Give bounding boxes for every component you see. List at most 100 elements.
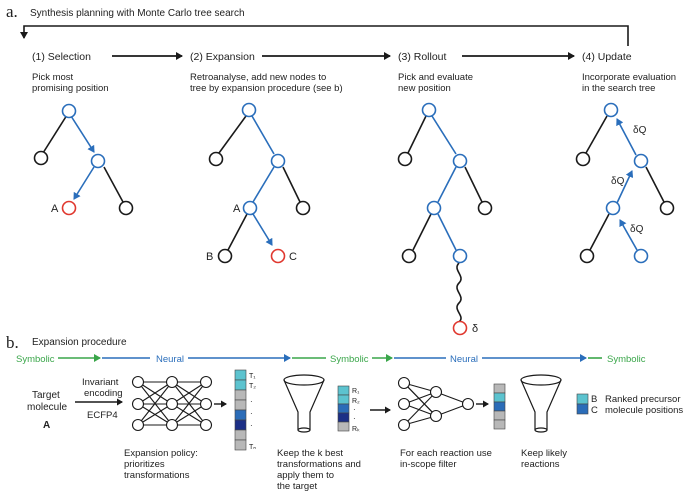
- flow-neural-1: Neural: [156, 354, 184, 365]
- t-label-dot-1: ·: [250, 397, 253, 406]
- encoding-label-1: Invariant: [82, 377, 119, 388]
- caption-expansion-policy-1: Expansion policy:: [124, 448, 198, 459]
- tree-node: [295, 200, 311, 216]
- tree-node: [426, 200, 442, 216]
- tree-node: [575, 151, 591, 167]
- encoding-label-2: encoding: [84, 388, 123, 399]
- step-heading-expansion: (2) Expansion: [190, 51, 255, 63]
- r-label-dot-1: ·: [353, 405, 356, 414]
- label-expansion-a: A: [233, 203, 241, 215]
- caption-keep-k-3: apply them to: [277, 470, 334, 481]
- target-molecule-1: Target: [32, 390, 60, 401]
- tree-node: [421, 102, 437, 118]
- caption-keep-k-4: the target: [277, 481, 317, 492]
- flow-symbolic-1: Symbolic: [16, 354, 55, 365]
- tree-node: [217, 248, 233, 264]
- step-desc-selection-2: promising position: [32, 83, 109, 94]
- label-rollout-delta: δ: [472, 323, 478, 335]
- r-label-2: R₂: [352, 398, 360, 405]
- tree-node: [659, 200, 675, 216]
- caption-keep-k-1: Keep the k best: [277, 448, 343, 459]
- tree-node: [452, 153, 468, 169]
- r-label-1: R₁: [352, 388, 360, 395]
- flow-symbolic-2: Symbolic: [330, 354, 369, 365]
- tree-node: [401, 248, 417, 264]
- ranked-label-1: Ranked precursor: [605, 394, 681, 405]
- loop-back-arrow: [20, 25, 629, 46]
- caption-each-reaction-1: For each reaction use: [400, 448, 492, 459]
- target-molecule-2: molecule: [27, 402, 67, 413]
- tree-node-rollout-end: [452, 320, 468, 336]
- tree-node-selected: [61, 200, 77, 216]
- tree-node-new: [270, 248, 286, 264]
- tree-rollout: [397, 102, 493, 336]
- t-label-n: Tₙ: [249, 444, 256, 451]
- tree-selection: [33, 103, 134, 216]
- step-heading-update: (4) Update: [582, 51, 632, 63]
- legend-label-b: B: [591, 394, 597, 405]
- label-selection-a: A: [51, 203, 59, 215]
- policy-network: [131, 375, 213, 432]
- step-desc-rollout-2: new position: [398, 83, 451, 94]
- caption-keep-likely-1: Keep likely: [521, 448, 567, 459]
- caption-each-reaction-2: in-scope filter: [400, 459, 457, 470]
- tree-node: [241, 102, 257, 118]
- flow-symbolic-3: Symbolic: [607, 354, 646, 365]
- label-update-dq2: δQ: [611, 176, 625, 187]
- ranked-reactions-column: [337, 385, 350, 432]
- filtered-column: [493, 383, 506, 430]
- label-expansion-c: C: [289, 251, 297, 263]
- panel-b-title: Expansion procedure: [32, 337, 127, 348]
- step-heading-selection: (1) Selection: [32, 51, 91, 63]
- panel-a-title: Synthesis planning with Monte Carlo tree…: [30, 8, 245, 19]
- caption-expansion-policy-3: transformations: [124, 470, 190, 481]
- likely-reactions-funnel: [520, 374, 562, 433]
- k-best-funnel: [283, 374, 325, 433]
- tree-node: [242, 200, 258, 216]
- t-label-dot-3: ·: [250, 421, 253, 430]
- t-label-dot-2: ·: [250, 409, 253, 418]
- tree-node: [633, 153, 649, 169]
- caption-keep-likely-2: reactions: [521, 459, 560, 470]
- tree-node: [603, 102, 619, 118]
- label-expansion-b: B: [206, 251, 213, 263]
- target-letter-a: A: [43, 420, 50, 431]
- legend-swatch-c: [576, 403, 589, 415]
- panel-a-letter: a.: [6, 2, 18, 21]
- tree-node: [118, 200, 134, 216]
- tree-node: [90, 153, 106, 169]
- t-label-1: T₁: [249, 373, 256, 380]
- caption-expansion-policy-2: prioritizes: [124, 459, 165, 470]
- tree-node: [477, 200, 493, 216]
- tree-node: [208, 151, 224, 167]
- tree-update: [575, 102, 675, 264]
- tree-node: [33, 150, 49, 166]
- flow-neural-2: Neural: [450, 354, 478, 365]
- step-desc-selection-1: Pick most: [32, 72, 74, 83]
- tree-node: [270, 153, 286, 169]
- step-desc-update-1: Incorporate evaluation: [582, 72, 676, 83]
- step-desc-expansion-2: tree by expansion procedure (see b): [190, 83, 343, 94]
- step-desc-update-2: in the search tree: [582, 83, 655, 94]
- tree-node: [633, 248, 649, 264]
- step-heading-rollout: (3) Rollout: [398, 51, 447, 63]
- r-label-dot-2: ·: [353, 414, 356, 423]
- t-label-2: T₂: [249, 383, 256, 390]
- tree-node: [452, 248, 468, 264]
- transformation-column: [234, 369, 247, 451]
- r-label-k: Rₖ: [352, 426, 360, 433]
- tree-node: [605, 200, 621, 216]
- label-update-dq3: δQ: [630, 224, 644, 235]
- tree-expansion: [208, 102, 311, 264]
- step-desc-rollout-1: Pick and evaluate: [398, 72, 473, 83]
- tree-node: [397, 151, 413, 167]
- step-desc-expansion-1: Retroanalyse, add new nodes to: [190, 72, 326, 83]
- ranked-label-2: molecule positions: [605, 405, 683, 416]
- tree-node: [579, 248, 595, 264]
- panel-b-letter: b.: [6, 333, 19, 352]
- caption-keep-k-2: transformations and: [277, 459, 361, 470]
- ecfp-label: ECFP4: [87, 410, 118, 421]
- label-update-dq1: δQ: [633, 125, 647, 136]
- legend-label-c: C: [591, 405, 598, 416]
